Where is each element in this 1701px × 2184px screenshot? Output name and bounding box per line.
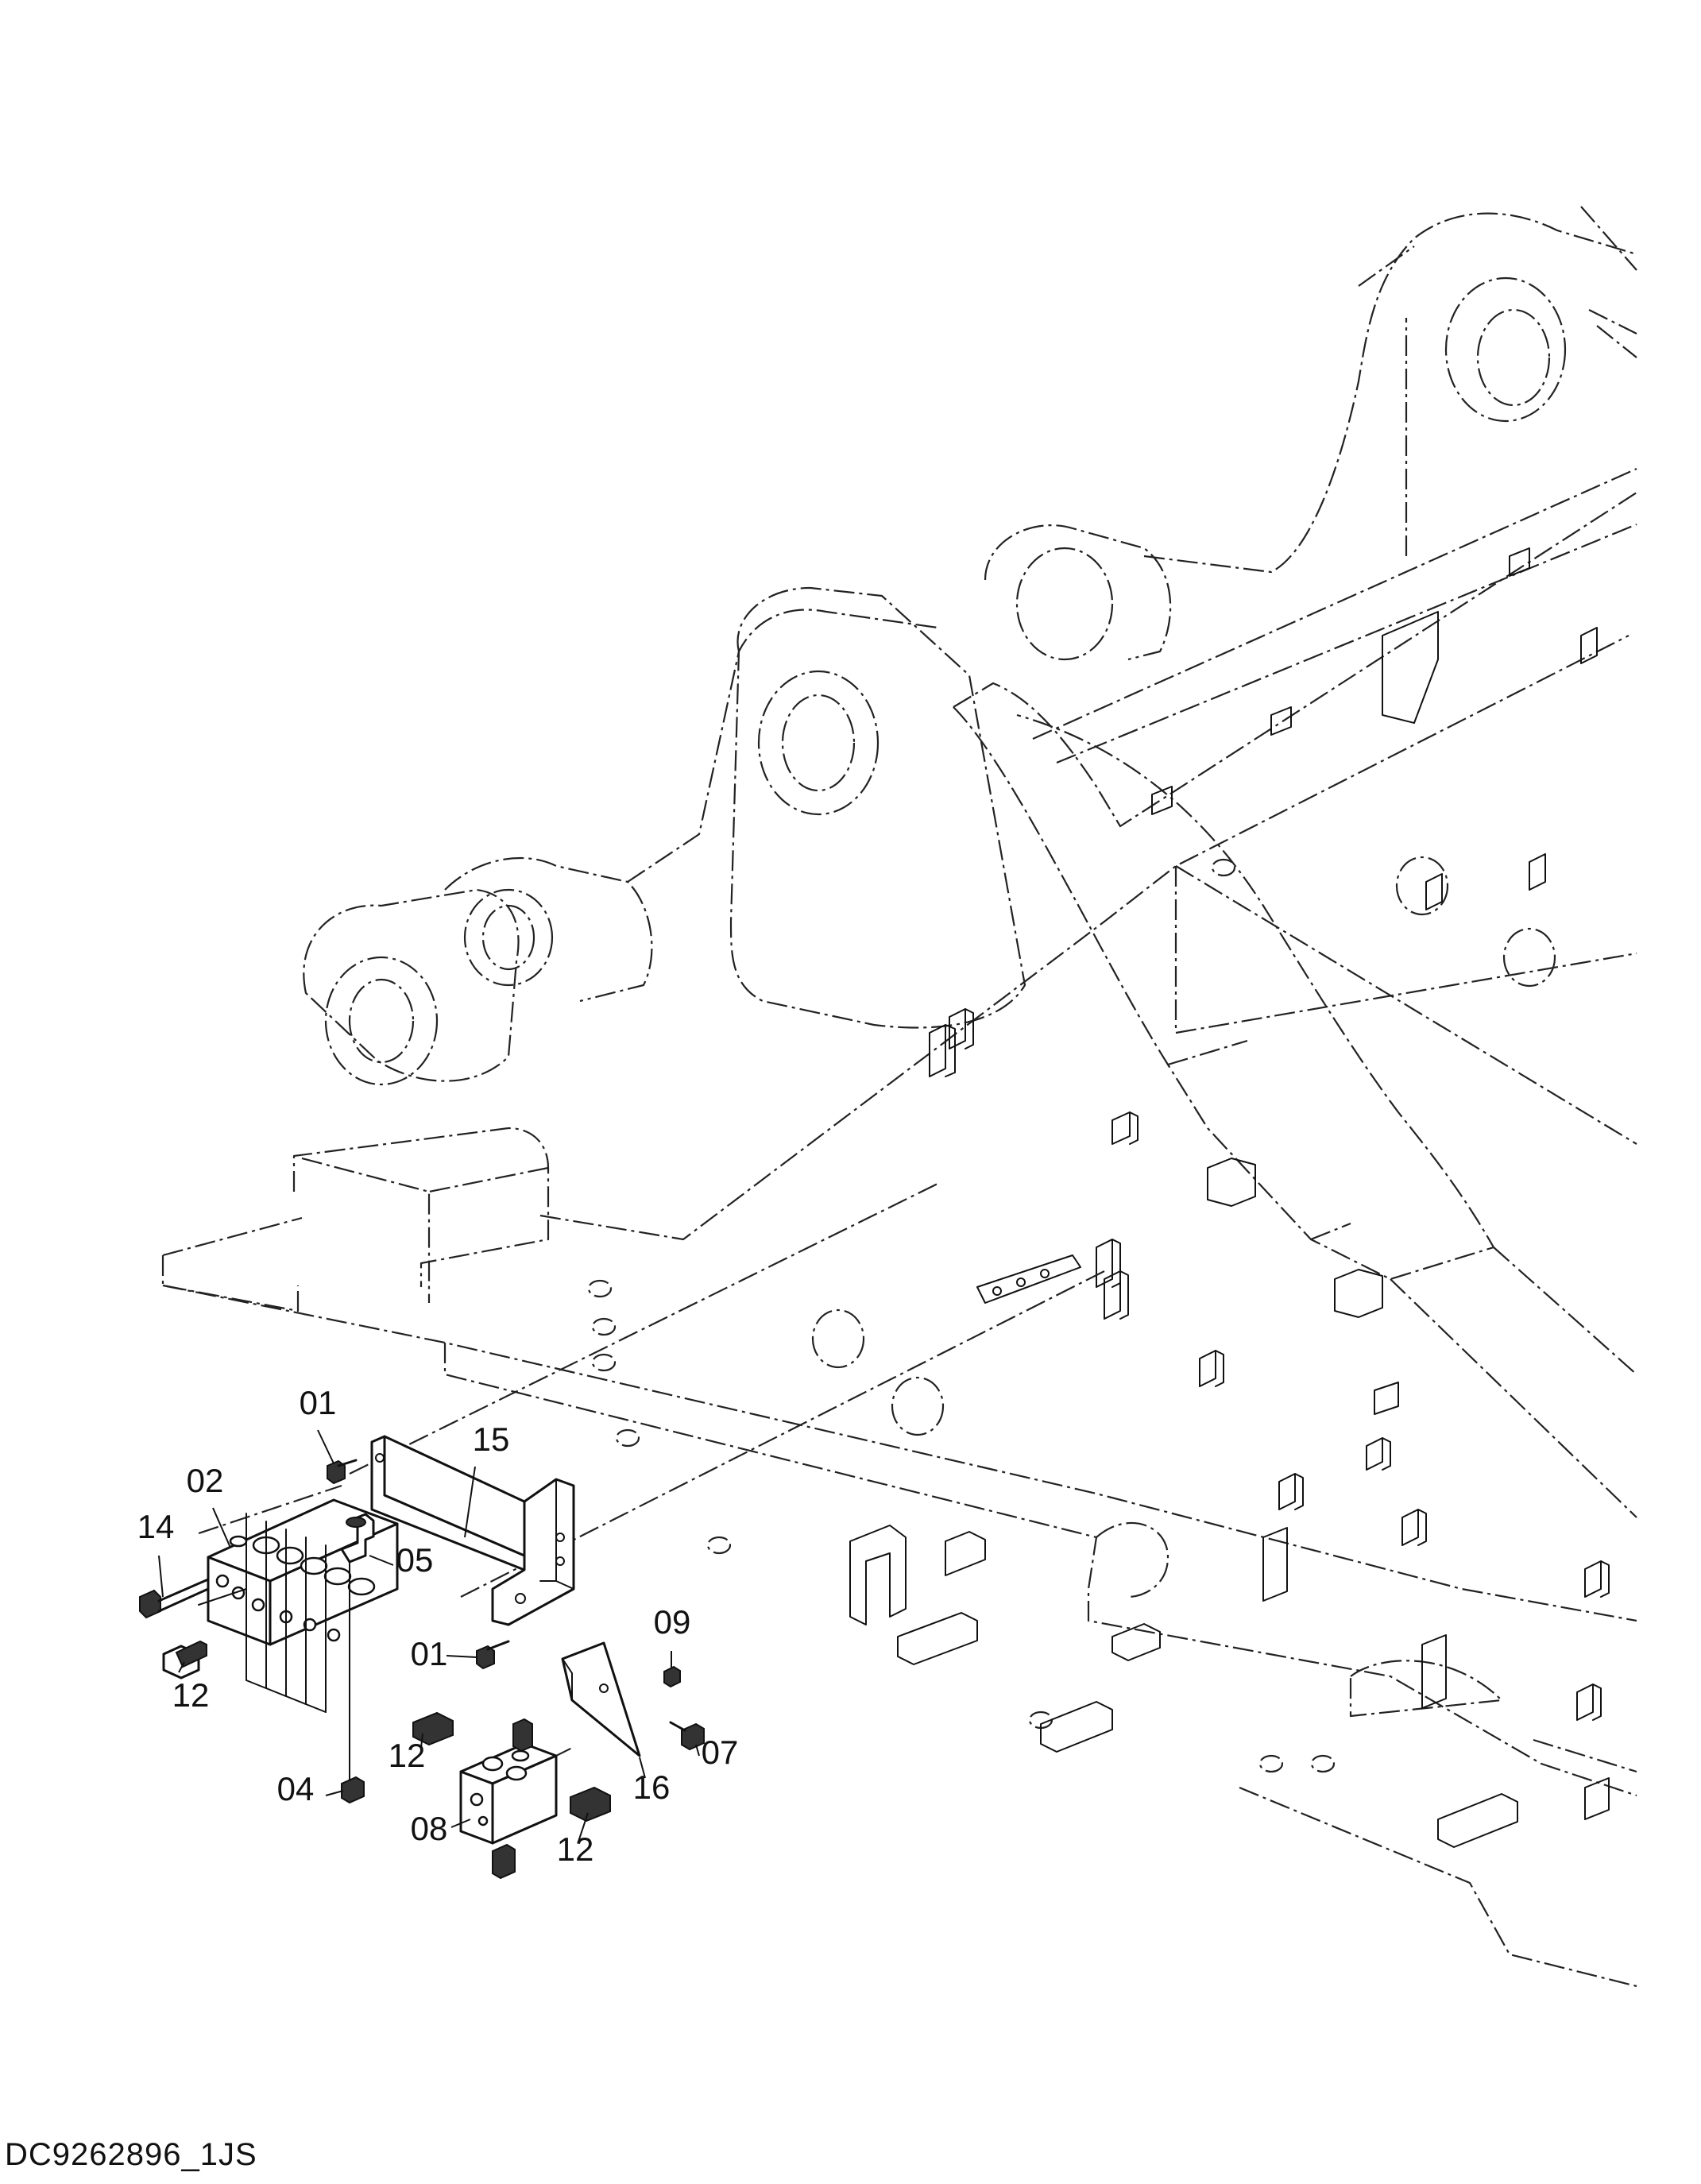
callout-label: 07 [702,1734,739,1771]
callout-label: 12 [557,1830,594,1868]
callout-label: 15 [473,1421,510,1458]
part-08-block [459,1742,558,1845]
callout-label: 04 [277,1770,315,1807]
callout-label: 05 [396,1541,434,1579]
part-16-plate [561,1641,641,1757]
leader-lines [158,1429,700,1842]
frame-phantom [161,635,1637,1988]
part-09-bolt [663,1665,681,1688]
part-05-fitting [340,1513,375,1564]
boom-foot-right [729,206,1637,1029]
callout-label: 12 [389,1737,426,1774]
cover-box [292,1127,550,1303]
part-07-bolt [669,1721,705,1751]
callout-label: 08 [411,1810,448,1847]
callout-label: 01 [411,1635,448,1672]
callout-label: 14 [137,1508,175,1545]
part-01-bolt-lower [476,1640,510,1670]
callout-label: 12 [172,1676,210,1714]
callout-label: 01 [300,1384,337,1421]
callout-label: 09 [654,1603,691,1641]
part-12-fitting-left [162,1640,207,1680]
callout-label: 02 [187,1462,224,1499]
callout-labels: 01 02 14 05 12 15 01 09 12 04 07 16 08 1… [137,1384,739,1868]
part-04-fitting [341,1763,365,1804]
frame-holes [587,856,1556,1773]
boom-channel [953,467,1637,1518]
part-12-fittings-block [412,1711,611,1880]
frame-clips [849,547,1610,1848]
part-14-bolt [139,1578,210,1619]
part-15-bracket [370,1435,575,1626]
boom-foot-left [303,609,938,1086]
drawing-code: DC9262896_1JS [5,2137,257,2172]
part-01-bolt-upper [327,1459,358,1485]
locating-lines [198,1183,1105,1788]
callout-label: 16 [633,1768,671,1806]
